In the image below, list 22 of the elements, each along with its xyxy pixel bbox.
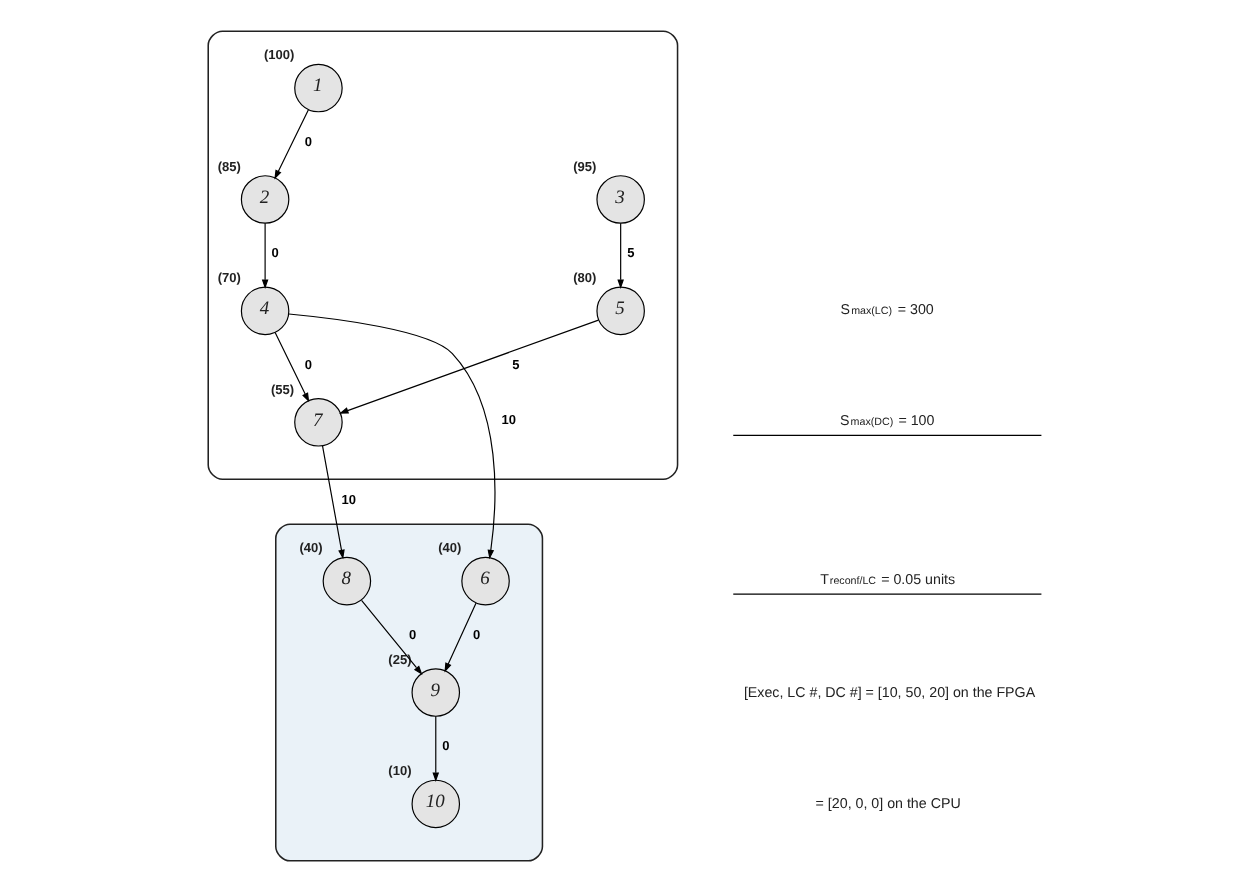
arrow [274,332,310,403]
arrow [617,222,624,289]
node-circle: 4 [240,286,290,336]
arrow [321,445,345,560]
cluster [275,523,544,862]
node-circle: 2 [240,175,290,224]
node-circle: 9 [411,668,461,717]
arrow [360,599,423,676]
node-circle: 5 [596,286,645,336]
arrow [261,222,269,289]
cluster [207,30,679,480]
arrow [432,715,440,782]
arrow [274,109,309,180]
arrow [339,319,600,414]
node-circle: 7 [294,398,343,447]
node-circle: 8 [322,556,372,606]
node-circle: 6 [461,556,510,606]
arrow [444,602,477,673]
arrow [288,313,496,560]
node-circle: 10 [411,779,461,829]
node-circle: 3 [596,175,645,224]
node-circle: 1 [294,63,343,113]
